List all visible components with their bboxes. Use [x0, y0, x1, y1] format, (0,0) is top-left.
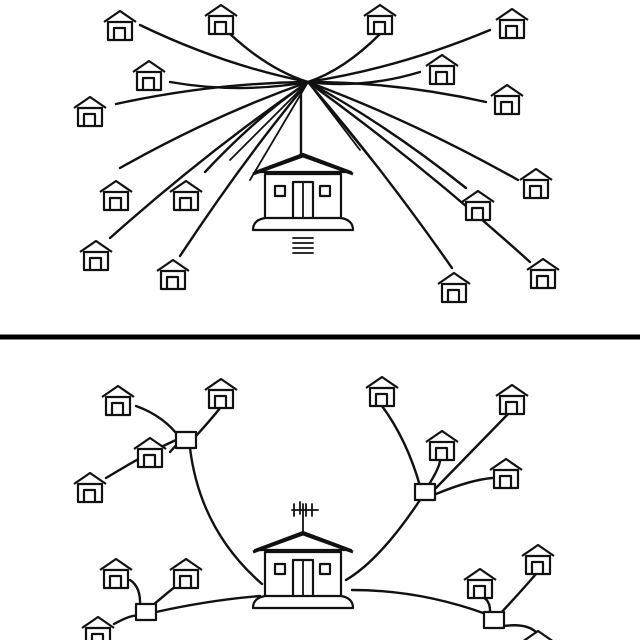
house-icon [155, 258, 191, 291]
bottom-wires [104, 404, 538, 634]
house-icon [520, 543, 556, 576]
cable-line [344, 498, 422, 582]
cable-line [228, 32, 310, 84]
house-icon [132, 436, 168, 469]
house-icon [78, 239, 114, 272]
cable-line [426, 458, 442, 488]
cable-line [350, 588, 488, 616]
house-icon [462, 567, 498, 600]
splitters [134, 430, 506, 630]
cable-line [138, 23, 310, 84]
house-icon [520, 629, 556, 640]
house-icon [494, 7, 530, 40]
cable-line [434, 476, 494, 496]
cable-line [194, 406, 222, 438]
cable-line [434, 410, 512, 490]
cable-line [306, 32, 382, 84]
cable-line [306, 80, 468, 190]
cable-line [229, 81, 309, 161]
house-icon [203, 3, 239, 36]
cable-line [498, 572, 538, 616]
splitter-box-icon [134, 602, 158, 622]
splitter-box-icon [174, 430, 198, 450]
central-station-icon [251, 530, 355, 610]
cable-line [502, 624, 538, 634]
top-wires [108, 23, 532, 270]
cable-line [154, 594, 262, 614]
antenna-icon [291, 501, 319, 533]
cable-line [307, 81, 381, 171]
house-icon [80, 615, 116, 640]
house-icon [98, 179, 134, 212]
house-icon [460, 189, 496, 222]
house-icon [102, 9, 138, 42]
central-station-icon [251, 152, 355, 254]
cable-line [188, 446, 264, 586]
cable-line [306, 80, 488, 104]
house-icon [489, 83, 525, 116]
top-panel [72, 3, 561, 304]
house-icon [436, 271, 472, 304]
house-icon [364, 375, 400, 408]
bottom-panel [72, 375, 556, 640]
cable-line [306, 28, 492, 84]
cable-line [108, 80, 310, 240]
ground-stairs-icon [292, 237, 314, 254]
cable-line [380, 404, 422, 488]
cable-line [112, 614, 140, 626]
house-icon [424, 429, 460, 462]
cable-line [178, 80, 310, 258]
house-icon [488, 457, 524, 490]
house-icon [131, 59, 167, 92]
cable-line [114, 80, 310, 106]
house-icon [168, 179, 204, 212]
house-icon [203, 377, 239, 410]
house-icon [525, 257, 561, 290]
house-icon [98, 557, 134, 590]
house-icon [100, 384, 136, 417]
cable-line [306, 80, 520, 182]
splitter-box-icon [482, 610, 506, 630]
cable-line [128, 578, 142, 608]
cable-line [306, 80, 532, 264]
house-icon [494, 383, 530, 416]
house-icon [518, 167, 554, 200]
house-icon [424, 53, 460, 86]
splitter-box-icon [413, 482, 437, 502]
cable-line [118, 80, 310, 170]
house-icon [168, 557, 204, 590]
house-icon [362, 3, 398, 36]
house-icon [72, 95, 108, 128]
house-icon [72, 471, 108, 504]
cable-line [168, 80, 310, 90]
cable-line [134, 404, 182, 440]
